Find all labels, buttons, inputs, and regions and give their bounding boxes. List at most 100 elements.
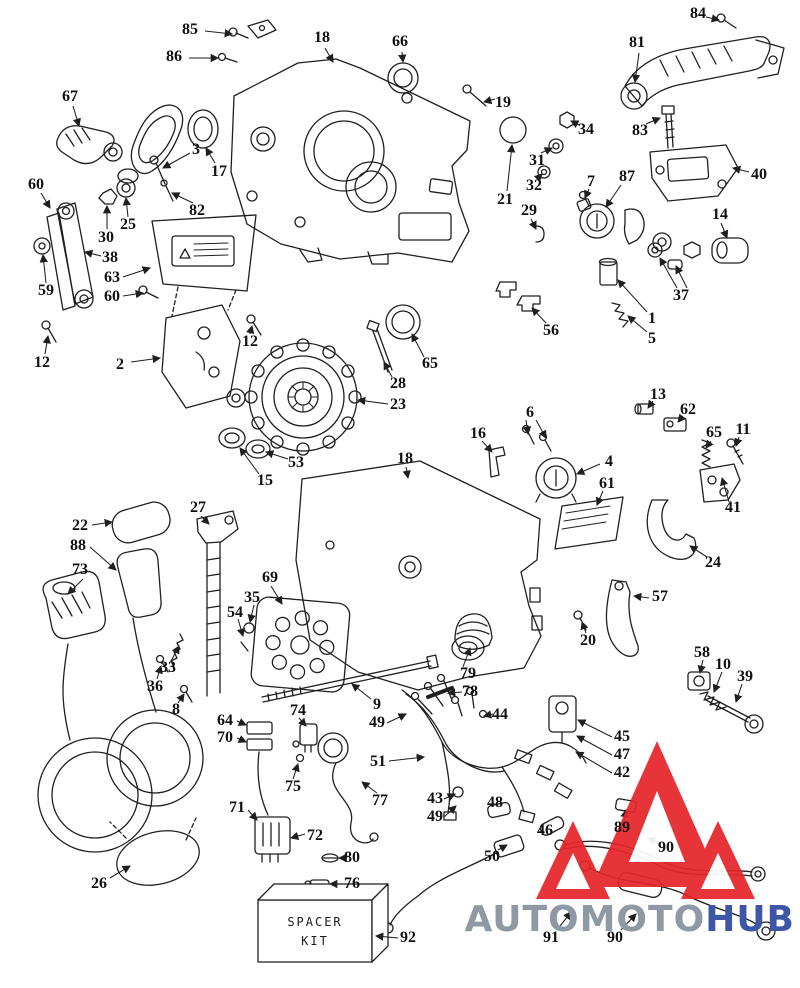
wiring-harness xyxy=(401,673,587,836)
part-label-81: 81 xyxy=(629,34,645,51)
part-label-72: 72 xyxy=(307,827,323,844)
grommet-plate xyxy=(250,596,351,693)
part-label-40: 40 xyxy=(751,166,767,183)
lever-column xyxy=(155,510,255,703)
part-label-83: 83 xyxy=(632,122,648,139)
part-label-77: 77 xyxy=(372,792,388,809)
spacer-kit-line1: SPACER xyxy=(287,914,343,929)
part-label-61: 61 xyxy=(599,475,615,492)
automotohub-logo xyxy=(536,741,755,899)
part-label-36: 36 xyxy=(147,678,163,695)
part-label-28: 28 xyxy=(390,375,406,392)
part-label-13: 13 xyxy=(650,386,666,403)
part-label-18: 18 xyxy=(314,29,330,46)
part-label-92: 92 xyxy=(400,929,416,946)
part-label-49: 49 xyxy=(369,714,385,731)
part-label-57: 57 xyxy=(652,588,668,605)
lever-67 xyxy=(56,125,139,184)
part-label-67: 67 xyxy=(62,88,78,105)
part-label-42: 42 xyxy=(614,764,630,781)
part-label-48: 48 xyxy=(487,794,503,811)
part-label-31: 31 xyxy=(529,152,545,169)
part-label-60: 60 xyxy=(104,288,120,305)
part-label-2: 2 xyxy=(116,356,124,373)
cam-plate xyxy=(161,304,271,459)
part-label-21: 21 xyxy=(497,191,513,208)
part-label-84: 84 xyxy=(690,5,706,22)
part-label-39: 39 xyxy=(737,668,753,685)
part-label-65: 65 xyxy=(706,424,722,441)
part-label-32: 32 xyxy=(526,177,542,194)
part-label-26: 26 xyxy=(91,875,107,892)
part-label-41: 41 xyxy=(725,499,741,516)
part-label-24: 24 xyxy=(705,554,721,571)
spacer-kit-label: SPACER KIT xyxy=(258,900,372,962)
part-label-90: 90 xyxy=(607,929,623,946)
part-label-58: 58 xyxy=(694,644,710,661)
right-cluster xyxy=(488,403,764,734)
part-label-9: 9 xyxy=(373,696,381,713)
part-label-18: 18 xyxy=(397,450,413,467)
top-housing-plate xyxy=(230,58,471,265)
leader-lines xyxy=(39,14,750,941)
part-label-76: 76 xyxy=(344,875,360,892)
part-label-35: 35 xyxy=(244,589,260,606)
part-label-75: 75 xyxy=(285,778,301,795)
watermark: AUTOMOTOHUB xyxy=(0,902,795,938)
gasket-and-retainer-ring xyxy=(130,104,219,202)
part-label-65: 65 xyxy=(422,355,438,372)
part-label-1: 1 xyxy=(648,310,656,327)
part-label-47: 47 xyxy=(614,746,630,763)
part-label-12: 12 xyxy=(34,354,50,371)
part-label-66: 66 xyxy=(392,33,408,50)
part-label-4: 4 xyxy=(605,453,613,470)
part-label-91: 91 xyxy=(543,929,559,946)
warning-plate xyxy=(151,214,257,317)
part-label-27: 27 xyxy=(190,499,206,516)
part-label-12: 12 xyxy=(242,333,258,350)
lower-housing-plate xyxy=(295,460,543,691)
part-label-22: 22 xyxy=(72,517,88,534)
fasteners-85-86 xyxy=(217,19,277,63)
watermark-text-main: AUTOMOTO xyxy=(464,899,706,940)
lanyard-assembly xyxy=(304,732,379,890)
part-label-71: 71 xyxy=(229,799,245,816)
part-label-73: 73 xyxy=(72,561,88,578)
part-label-53: 53 xyxy=(288,454,304,471)
part-label-6: 6 xyxy=(526,404,534,421)
part-label-8: 8 xyxy=(172,701,180,718)
spacer-kit-box xyxy=(257,883,389,963)
part-label-59: 59 xyxy=(38,282,54,299)
key-switch-cluster xyxy=(387,62,749,328)
part-label-70: 70 xyxy=(217,729,233,746)
part-label-62: 62 xyxy=(680,401,696,418)
part-label-44: 44 xyxy=(492,706,508,723)
part-label-63: 63 xyxy=(104,269,120,286)
part-label-38: 38 xyxy=(102,249,118,266)
part-label-74: 74 xyxy=(290,702,306,719)
part-label-43: 43 xyxy=(427,790,443,807)
spacer-kit-line2: KIT xyxy=(301,933,329,948)
part-label-45: 45 xyxy=(614,728,630,745)
part-label-78: 78 xyxy=(462,683,478,700)
part-label-25: 25 xyxy=(120,216,136,233)
part-label-86: 86 xyxy=(166,48,182,65)
part-label-46: 46 xyxy=(537,822,553,839)
control-handles xyxy=(37,501,204,886)
part-label-15: 15 xyxy=(257,472,273,489)
part-label-69: 69 xyxy=(262,569,278,586)
part-label-29: 29 xyxy=(521,202,537,219)
part-label-17: 17 xyxy=(211,163,227,180)
part-label-60: 60 xyxy=(28,176,44,193)
part-label-89: 89 xyxy=(614,819,630,836)
part-label-82: 82 xyxy=(189,202,205,219)
part-label-80: 80 xyxy=(344,849,360,866)
part-label-16: 16 xyxy=(470,425,486,442)
link-arms xyxy=(33,178,159,343)
part-label-56: 56 xyxy=(543,322,559,339)
part-label-54: 54 xyxy=(227,604,243,621)
part-label-3: 3 xyxy=(192,141,200,158)
part-label-64: 64 xyxy=(217,712,233,729)
